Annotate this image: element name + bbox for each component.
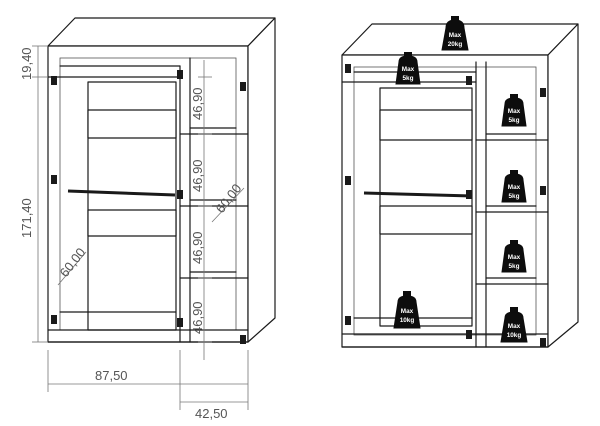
right-wardrobe-side <box>547 23 579 348</box>
weight-icon-right-shelf-3: Max 5kg <box>501 240 527 273</box>
dim-right-width: 42,50 <box>195 406 228 421</box>
right-hinges <box>345 64 546 347</box>
svg-text:Max: Max <box>508 184 521 191</box>
svg-text:Max: Max <box>508 108 521 115</box>
svg-text:Max: Max <box>508 323 521 330</box>
left-inner-drawer-2 <box>87 209 177 237</box>
weight-icon-top: Max 20kg <box>441 16 469 51</box>
svg-text:20kg: 20kg <box>448 41 463 48</box>
svg-text:5kg: 5kg <box>508 117 519 124</box>
left-inner-drawer-1 <box>87 109 177 139</box>
svg-text:5kg: 5kg <box>402 75 413 82</box>
weight-icon-right-shelf-1: Max 5kg <box>501 94 527 127</box>
svg-text:10kg: 10kg <box>400 317 415 324</box>
left-wardrobe-side <box>247 17 276 343</box>
dim-left-width: 87,50 <box>95 368 128 383</box>
dim-shelf-1: 46,90 <box>190 87 205 120</box>
svg-text:Max: Max <box>508 254 521 261</box>
svg-text:Max: Max <box>401 308 414 315</box>
left-hinges <box>51 70 246 344</box>
right-hanging-rail <box>363 191 473 198</box>
right-wardrobe-diagram: Max 20kg Max 5kg Max 5kg Max 5kg Max 5kg <box>341 16 579 348</box>
weight-icon-right-bottom: Max 10kg <box>500 307 528 343</box>
weight-icon-top-shelf: Max 5kg <box>395 52 421 85</box>
svg-text:10kg: 10kg <box>507 332 522 339</box>
dimension-lines <box>32 45 249 410</box>
svg-text:Max: Max <box>449 32 462 39</box>
weight-icon-right-shelf-2: Max 5kg <box>501 170 527 203</box>
left-right-column-shelves <box>179 127 249 331</box>
left-wardrobe-diagram: 19,40 171,40 46,90 46,90 46,90 46,90 60,… <box>19 17 276 421</box>
dim-shelf-4: 46,90 <box>190 301 205 334</box>
svg-text:5kg: 5kg <box>508 263 519 270</box>
dim-shelf-2: 46,90 <box>190 159 205 192</box>
left-hanging-rail <box>67 189 176 197</box>
dim-shelf-3: 46,90 <box>190 231 205 264</box>
weight-icon-left-bottom: Max 10kg <box>393 291 421 329</box>
left-wardrobe-top <box>47 17 276 47</box>
svg-text:Max: Max <box>402 66 415 73</box>
svg-text:5kg: 5kg <box>508 193 519 200</box>
dim-top-height: 19,40 <box>19 47 34 80</box>
dim-total-height: 171,40 <box>19 198 34 238</box>
